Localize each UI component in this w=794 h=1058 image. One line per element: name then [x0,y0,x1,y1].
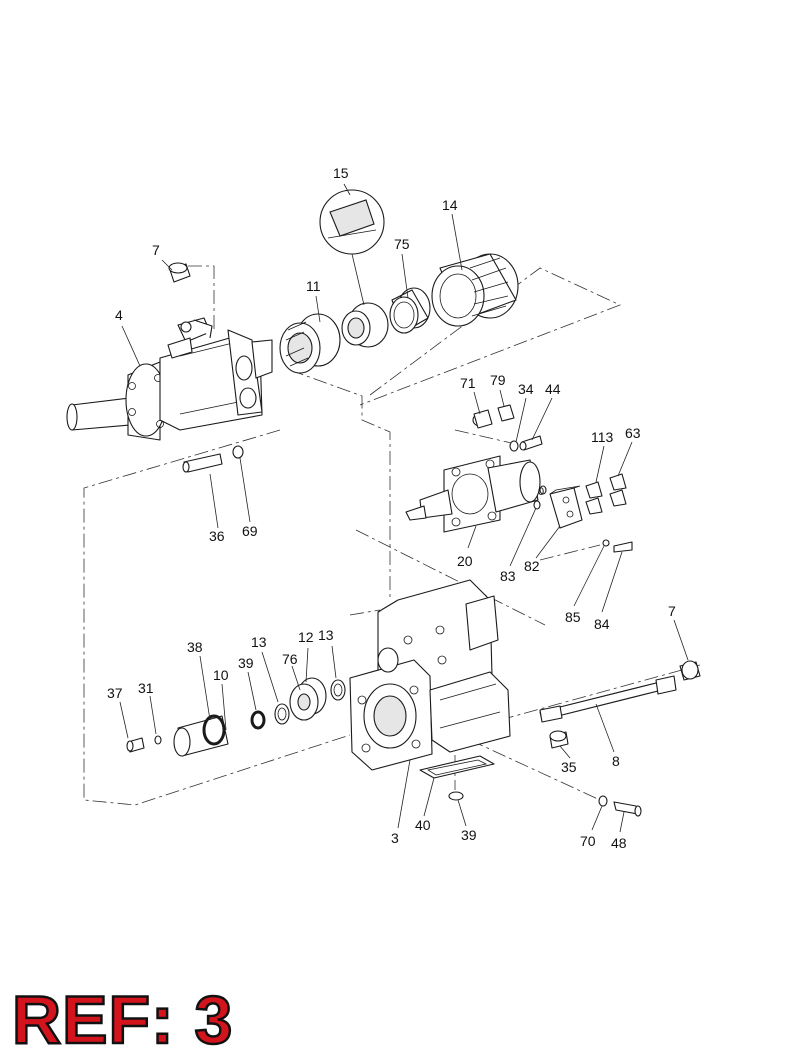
callout-84: 84 [594,616,610,632]
callout-85: 85 [565,609,581,625]
pump-20 [405,455,541,533]
assembly-lines [83,265,701,806]
callout-numbers: 15 14 7 75 11 4 71 79 34 44 113 63 36 69… [107,165,676,851]
callout-70: 70 [580,833,596,849]
sleeve-75 [389,287,431,334]
callout-48: 48 [611,835,627,851]
motor-assembly-4 [66,317,273,441]
ring-gear-14 [431,253,519,327]
callout-12: 12 [298,629,314,645]
reference-label: REF: 3 [11,981,234,1058]
callout-63: 63 [625,425,641,441]
callout-75: 75 [394,236,410,252]
callout-79: 79 [490,372,506,388]
callout-20: 20 [457,553,473,569]
callout-76: 76 [282,651,298,667]
callout-31: 31 [138,680,154,696]
cap-7-top [168,262,191,283]
leader-lines [119,183,689,833]
gear-pack-front [126,677,346,757]
callout-39: 39 [238,655,254,671]
callout-7-right: 7 [668,603,676,619]
callout-39-b: 39 [461,827,477,843]
callout-4: 4 [115,307,123,323]
housing-3 [349,579,511,771]
callout-15: 15 [333,165,349,181]
callout-0: 0 [538,486,544,498]
callout-40: 40 [415,817,431,833]
fittings-71-79-34-44 [472,404,543,452]
callout-3: 3 [391,830,399,846]
callout-82: 82 [524,558,540,574]
callout-8: 8 [612,753,620,769]
valve-block-82 [533,473,633,553]
callout-35: 35 [561,759,577,775]
callout-10: 10 [213,667,229,683]
shaft-8 [539,660,701,749]
callout-7: 7 [152,242,160,258]
callout-83: 83 [500,568,516,584]
callout-38: 38 [187,639,203,655]
callout-13-b: 13 [318,627,334,643]
gasket-40 [419,755,495,801]
bolt-48 [598,795,642,817]
callout-36: 36 [209,528,225,544]
callout-71: 71 [460,375,476,391]
callout-69: 69 [242,523,258,539]
callout-37: 37 [107,685,123,701]
callout-34: 34 [518,381,534,397]
callout-14: 14 [442,197,458,213]
gear-11 [279,313,341,374]
pin-36 [182,445,244,473]
callout-13: 13 [251,634,267,650]
callout-113: 113 [591,429,614,445]
callout-44: 44 [545,381,561,397]
callout-11: 11 [306,278,321,294]
